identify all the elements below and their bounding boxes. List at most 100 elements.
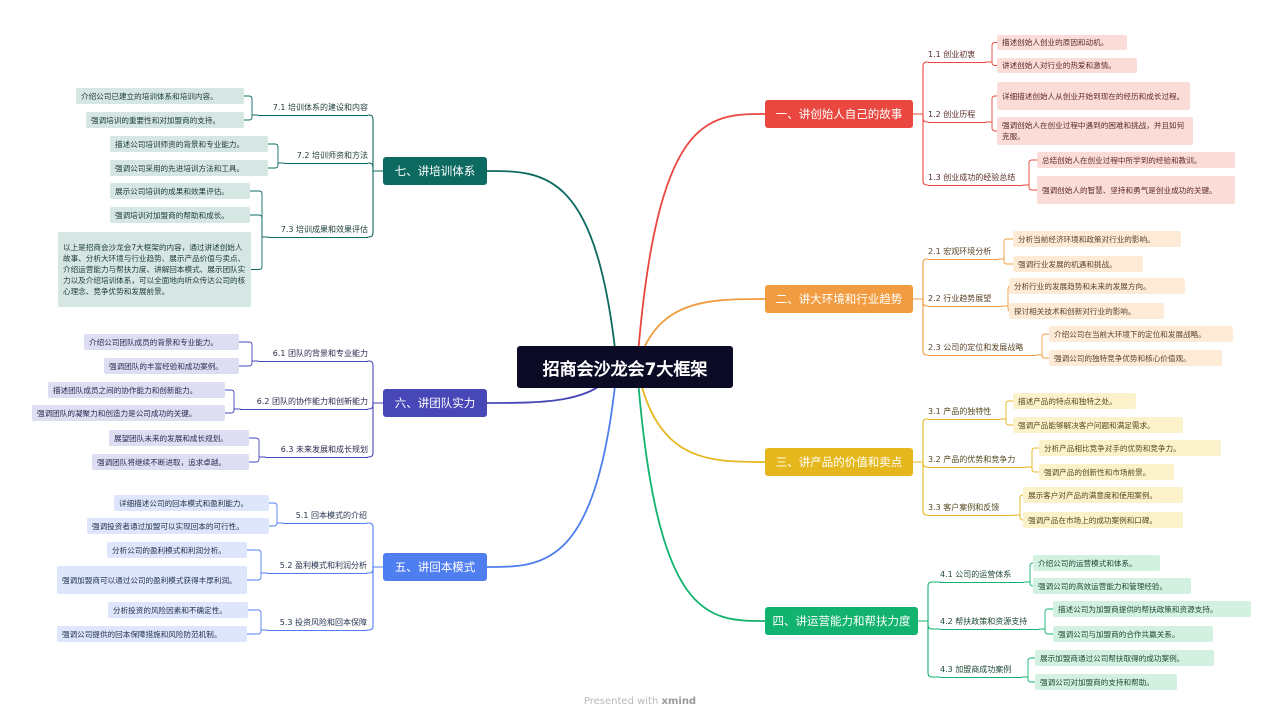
branch-3-sub-3-leaf-2[interactable]: 强调产品在市场上的成功案例和口碑。 (1023, 512, 1183, 528)
branch-7-subtopic-2[interactable]: 7.2 培训师资和方法 (284, 148, 368, 164)
branch-2-sub-1-leaf-2[interactable]: 强调行业发展的机遇和挑战。 (1013, 256, 1143, 272)
branch-7-sub-3-leaf-2[interactable]: 强调培训对加盟商的帮助和成长。 (110, 207, 250, 223)
branch-4-sub-1-leaf-2[interactable]: 强调公司的高效运营能力和管理经验。 (1033, 578, 1191, 594)
connector-leaf-3-3-1 (1013, 494, 1024, 516)
branch-5-subtopic-2[interactable]: 5.2 盈利模式和利润分析 (267, 558, 367, 574)
connector-leaf-6-2-1 (224, 389, 241, 410)
branch-5-sub-3-leaf-1[interactable]: 分析投资的风险因素和不确定性。 (108, 602, 248, 618)
branch-3-subtopic-3[interactable]: 3.3 客户案例和反馈 (928, 500, 1014, 516)
branch-5-subtopic-1[interactable]: 5.1 回本模式的介绍 (283, 508, 367, 524)
connector-leaf-7-1-1 (243, 95, 259, 116)
branch-7-topic[interactable]: 七、讲培训体系 (383, 157, 487, 185)
connector-root-branch-3 (636, 366, 766, 463)
branch-4-sub-2-leaf-2[interactable]: 强调公司与加盟商的合作共赢关系。 (1053, 626, 1213, 642)
branch-5-topic[interactable]: 五、讲回本模式 (383, 553, 487, 581)
branch-3-sub-1-leaf-1[interactable]: 描述产品的特点和独特之处。 (1013, 393, 1136, 409)
connector-leaf-4-1-2 (1023, 581, 1034, 587)
branch-7-subtopic-2-label: 7.2 培训师资和方法 (296, 150, 368, 160)
branch-6-subtopic-2[interactable]: 6.2 团队的协作能力和创新能力 (240, 394, 368, 410)
branch-2-subtopic-3[interactable]: 2.3 公司的定位和发展战略 (928, 340, 1036, 356)
branch-5-sub-3-leaf-2[interactable]: 强调公司提供的回本保障措施和风险防范机制。 (57, 626, 247, 642)
branch-6-topic[interactable]: 六、讲团队实力 (383, 389, 487, 417)
branch-6-sub-2-leaf-1[interactable]: 描述团队成员之间的协作能力和创新能力。 (48, 382, 225, 398)
branch-3-topic[interactable]: 三、讲产品的价值和卖点 (765, 448, 913, 476)
branch-7-sub-2-leaf-2[interactable]: 强调公司采用的先进培训方法和工具。 (110, 160, 268, 176)
branch-5-subtopic-3[interactable]: 5.3 投资风险和回本保障 (267, 615, 367, 631)
branch-7-sub-3-leaf-3[interactable]: 以上是招商会沙龙会7大框架的内容，通过讲述创始人故事、分析大环境与行业趋势、展示… (58, 232, 251, 307)
connector-root-branch-7 (486, 170, 618, 368)
branch-7-sub-2-leaf-2-label: 强调公司采用的先进培训方法和工具。 (115, 163, 245, 173)
branch-7-subtopic-1[interactable]: 7.1 培训体系的建设和内容 (258, 100, 368, 116)
branch-1-sub-2-leaf-1-label: 详细描述创始人从创业开始到现在的经历和成长过程。 (1002, 91, 1185, 101)
branch-2-sub-2-leaf-2[interactable]: 探讨相关技术和创新对行业的影响。 (1009, 303, 1164, 319)
branch-4-subtopic-3[interactable]: 4.3 加盟商成功案例 (940, 662, 1022, 678)
branch-4-subtopic-2[interactable]: 4.2 帮扶政策和资源支持 (940, 614, 1039, 630)
branch-7-sub-1-leaf-2-label: 强调培训的重要性和对加盟商的支持。 (91, 115, 221, 125)
connector-leaf-7-3-2 (249, 214, 269, 238)
branch-2-subtopic-2[interactable]: 2.2 行业趋势展望 (928, 291, 1002, 307)
branch-7-sub-1-leaf-1[interactable]: 介绍公司已建立的培训体系和培训内容。 (76, 88, 244, 104)
connector-branch-5-sub-1 (366, 522, 384, 568)
connector-branch-3-sub-1 (912, 418, 929, 463)
branch-7-sub-1-leaf-2[interactable]: 强调培训的重要性和对加盟商的支持。 (86, 112, 244, 128)
branch-4-topic[interactable]: 四、讲运营能力和帮扶力度 (765, 607, 918, 635)
branch-6-subtopic-3[interactable]: 6.3 未来发展和成长规划 (265, 442, 368, 458)
branch-1-sub-3-leaf-2[interactable]: 强调创始人的智慧、坚持和勇气是创业成功的关键。 (1037, 176, 1235, 204)
connector-leaf-3-1-1 (999, 400, 1014, 420)
branch-6-sub-3-leaf-1[interactable]: 展望团队未来的发展和成长规划。 (109, 430, 249, 446)
branch-1-sub-2-leaf-1[interactable]: 详细描述创始人从创业开始到现在的经历和成长过程。 (997, 82, 1190, 110)
branch-1-sub-3-leaf-1[interactable]: 总结创始人在创业过程中所学到的经验和教训。 (1037, 152, 1235, 168)
branch-2-topic[interactable]: 二、讲大环境和行业趋势 (765, 285, 913, 313)
branch-5-sub-2-leaf-1[interactable]: 分析公司的盈利模式和利润分析。 (107, 542, 247, 558)
branch-2-sub-3-leaf-2[interactable]: 强调公司的独特竞争优势和核心价值观。 (1049, 350, 1222, 366)
branch-4-subtopic-3-label: 4.3 加盟商成功案例 (940, 664, 1012, 674)
connector-leaf-2-1-1 (997, 238, 1014, 260)
branch-4-sub-2-leaf-2-label: 强调公司与加盟商的合作共赢关系。 (1058, 629, 1180, 639)
branch-3-sub-2-leaf-2[interactable]: 强调产品的创新性和市场前景。 (1039, 464, 1174, 480)
branch-2-sub-3-leaf-1[interactable]: 介绍公司在当前大环境下的定位和发展战略。 (1049, 326, 1233, 342)
branch-7-sub-2-leaf-1-label: 描述公司培训师资的背景和专业能力。 (115, 139, 245, 149)
branch-6-sub-3-leaf-2-label: 强调团队将继续不断进取，追求卓越。 (97, 457, 227, 467)
connector-leaf-4-1-1 (1023, 562, 1034, 583)
branch-6-sub-3-leaf-2[interactable]: 强调团队将继续不断进取，追求卓越。 (92, 454, 249, 470)
branch-2-sub-1-leaf-1[interactable]: 分析当前经济环境和政策对行业的影响。 (1013, 231, 1181, 247)
branch-4-sub-2-leaf-1[interactable]: 描述公司为加盟商提供的帮扶政策和资源支持。 (1053, 601, 1251, 617)
branch-1-subtopic-2[interactable]: 1.2 创业历程 (928, 107, 986, 123)
branch-4-sub-3-leaf-2-label: 强调公司对加盟商的支持和帮助。 (1040, 677, 1154, 687)
branch-1-subtopic-3[interactable]: 1.3 创业成功的经验总结 (928, 170, 1023, 186)
branch-3-subtopic-2[interactable]: 3.2 产品的优势和竞争力 (928, 452, 1026, 468)
branch-5-sub-1-leaf-1[interactable]: 详细描述公司的回本模式和盈利能力。 (114, 495, 269, 511)
branch-3-sub-1-leaf-2[interactable]: 强调产品能够解决客户问题和满足需求。 (1013, 417, 1183, 433)
branch-1-sub-2-leaf-2[interactable]: 强调创始人在创业过程中遇到的困难和挑战，并且如何克服。 (997, 117, 1193, 145)
branch-6-sub-1-leaf-1[interactable]: 介绍公司团队成员的背景和专业能力。 (84, 334, 239, 350)
connector-branch-5-sub-2 (366, 566, 384, 574)
branch-3-sub-1-leaf-2-label: 强调产品能够解决客户问题和满足需求。 (1018, 420, 1155, 430)
branch-3-subtopic-1-label: 3.1 产品的独特性 (928, 406, 992, 416)
branch-4-sub-3-leaf-1[interactable]: 展示加盟商通过公司帮扶取得的成功案例。 (1035, 650, 1214, 666)
branch-7-sub-3-leaf-1[interactable]: 展示公司培训的成果和效果评估。 (110, 183, 250, 199)
branch-1-sub-1-leaf-2[interactable]: 讲述创始人对行业的热爱和激情。 (997, 58, 1137, 73)
branch-1-subtopic-1[interactable]: 1.1 创业初衷 (928, 47, 986, 63)
connector-branch-5-sub-3 (366, 566, 384, 631)
branch-7-sub-2-leaf-1[interactable]: 描述公司培训师资的背景和专业能力。 (110, 136, 268, 152)
branch-4-subtopic-1[interactable]: 4.1 公司的运营体系 (940, 567, 1024, 583)
branch-1-topic[interactable]: 一、讲创始人自己的故事 (765, 100, 913, 128)
branch-7-subtopic-3[interactable]: 7.3 培训成果和效果评估 (268, 222, 368, 238)
branch-3-subtopic-1[interactable]: 3.1 产品的独特性 (928, 404, 1000, 420)
branch-2-sub-2-leaf-1[interactable]: 分析行业的发展趋势和未来的发展方向。 (1009, 278, 1185, 294)
branch-3-sub-2-leaf-1-label: 分析产品相比竞争对手的优势和竞争力。 (1044, 443, 1181, 453)
branch-6-sub-1-leaf-2[interactable]: 强调团队的丰富经验和成功案例。 (104, 358, 239, 374)
branch-3-sub-3-leaf-1[interactable]: 展示客户对产品的满意度和使用案例。 (1023, 487, 1183, 503)
branch-1-topic-label: 一、讲创始人自己的故事 (775, 107, 903, 121)
branch-6-sub-2-leaf-2[interactable]: 强调团队的凝聚力和创造力是公司成功的关键。 (32, 405, 225, 421)
branch-4-sub-3-leaf-2[interactable]: 强调公司对加盟商的支持和帮助。 (1035, 674, 1177, 690)
branch-3-sub-2-leaf-1[interactable]: 分析产品相比竞争对手的优势和竞争力。 (1039, 440, 1221, 456)
branch-5-sub-2-leaf-2[interactable]: 强调加盟商可以通过公司的盈利模式获得丰厚利润。 (57, 566, 247, 594)
branch-1-sub-1-leaf-1[interactable]: 描述创始人创业的原因和动机。 (997, 35, 1127, 50)
branch-3-topic-label: 三、讲产品的价值和卖点 (775, 455, 903, 469)
branch-5-sub-1-leaf-2[interactable]: 强调投资者通过加盟可以实现回本的可行性。 (87, 518, 269, 534)
branch-4-sub-1-leaf-1[interactable]: 介绍公司的运营模式和体系。 (1033, 555, 1160, 571)
branch-2-subtopic-1[interactable]: 2.1 宏观环境分析 (928, 244, 998, 260)
branch-6-subtopic-1[interactable]: 6.1 团队的背景和专业能力 (258, 346, 368, 362)
central-topic[interactable]: 招商会沙龙会7大框架 (517, 346, 733, 388)
